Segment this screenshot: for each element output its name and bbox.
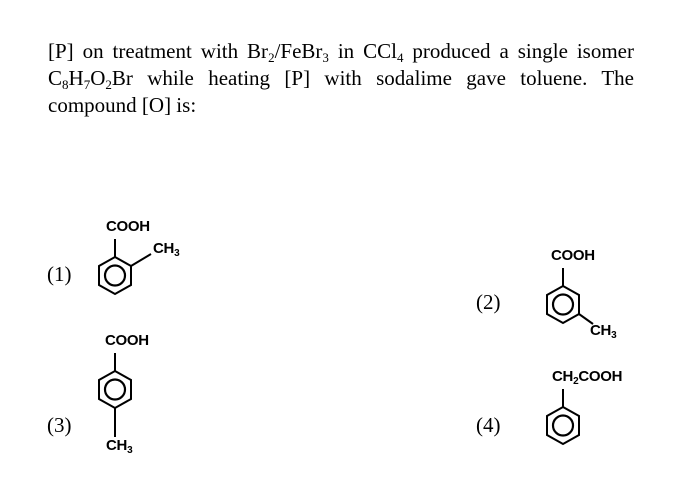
option-1-cooh-label: COOH — [106, 218, 150, 235]
q2-sub-b: 8 — [62, 77, 69, 92]
question-text: [P] on treatment with Br2/FeBr3 in CCl4 … — [48, 38, 634, 119]
option-2-ch3-bond — [578, 313, 594, 325]
q2-text-a: C — [48, 66, 63, 90]
option-2-aromatic-circle — [551, 293, 575, 316]
option-4-ch2cooh-label: CH2COOH — [552, 368, 623, 387]
option-2-benzene-ring — [546, 268, 594, 325]
q1-sub-d: 3 — [322, 50, 329, 65]
option-2-hexagon — [546, 284, 580, 325]
q2-text-c: H — [68, 66, 84, 90]
option-3-hexagon — [98, 369, 132, 410]
q2-sub-f: 2 — [105, 77, 112, 92]
option-1-hexagon — [98, 255, 132, 296]
q2-text-e: O — [90, 66, 106, 90]
option-4-hexagon — [546, 405, 580, 446]
q1-text-c: /FeBr — [274, 39, 323, 63]
option-1-ch3-bond — [130, 253, 152, 267]
option-1-ch3-label: CH3 — [153, 240, 180, 259]
option-2-ch3-label: CH3 — [590, 322, 617, 341]
option-3-ch3-label: CH3 — [106, 437, 133, 456]
option-2-number: (2) — [476, 290, 501, 314]
option-3-benzene-ring — [98, 353, 132, 437]
option-3-number: (3) — [47, 413, 72, 437]
q1-text-e: in CCl — [328, 39, 397, 63]
question-line-1: [P] on treatment with Br2/FeBr3 in CCl4 … — [48, 38, 634, 65]
option-1-benzene-ring — [98, 239, 152, 296]
q2-sub-d: 7 — [83, 77, 91, 92]
q1-text-a: [P] on treatment with Br — [48, 39, 269, 63]
option-3-cooh-label: COOH — [105, 332, 149, 349]
option-4-aromatic-circle — [551, 414, 575, 437]
option-2-cooh-label: COOH — [551, 247, 595, 264]
question-line-3: compound [O] is: — [48, 93, 197, 117]
option-3-aromatic-circle — [103, 378, 127, 401]
option-4-benzene-ring — [546, 389, 580, 446]
option-4-number: (4) — [476, 413, 501, 437]
q1-sub-b: 2 — [268, 50, 275, 65]
question-line-2: C8H7O2Br while heating [P] with sodalime… — [48, 65, 634, 92]
option-1-aromatic-circle — [103, 264, 127, 287]
q1-sub-f: 4 — [396, 50, 404, 65]
q1-text-g: produced a single isomer — [403, 39, 634, 63]
q2-text-g: Br while heating [P] with sodalime gave … — [111, 66, 634, 90]
option-1-number: (1) — [47, 262, 72, 286]
